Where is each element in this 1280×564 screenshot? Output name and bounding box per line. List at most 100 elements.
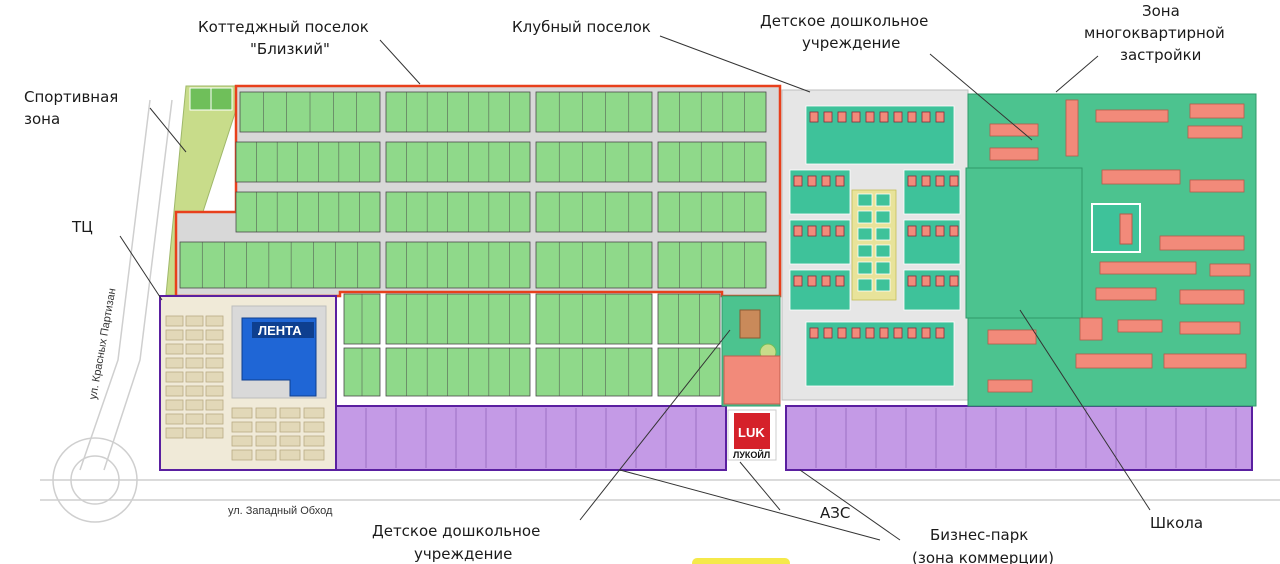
parking-row (165, 399, 184, 411)
apartment-building (989, 123, 1039, 137)
parking-row (185, 329, 204, 341)
roundabout-inner (70, 455, 120, 505)
club-house (935, 225, 945, 237)
club-house (935, 175, 945, 187)
club-house (921, 111, 931, 123)
club-park-cell (875, 193, 891, 207)
label-kindergarten-top-1: Детское дошкольное (760, 12, 928, 30)
club-house (907, 327, 917, 339)
club-park-cell (857, 227, 873, 241)
apartment-building (1209, 263, 1251, 277)
apartment-building (1179, 321, 1241, 335)
cottage-block (657, 293, 721, 345)
cottage-block (179, 241, 381, 289)
club-house (907, 111, 917, 123)
cottage-block (385, 241, 531, 289)
parking-row (279, 421, 301, 433)
parking-row (185, 413, 204, 425)
apartment-building (1065, 99, 1079, 157)
club-house (823, 111, 833, 123)
parking-row (185, 343, 204, 355)
label-kindergarten-bottom-2: учреждение (414, 545, 512, 563)
parking-row (205, 385, 224, 397)
club-house (823, 327, 833, 339)
cottage-block (385, 191, 531, 233)
club-house (879, 327, 889, 339)
cottage-block (235, 191, 381, 233)
cottage-block (657, 141, 767, 183)
label-street-bottom: ул. Западный Обход (228, 505, 333, 517)
label-street-left: ул. Красных Партизан (87, 287, 118, 400)
apartment-building (1163, 353, 1247, 369)
club-house (879, 111, 889, 123)
club-house (907, 275, 917, 287)
parking-row (205, 427, 224, 439)
label-multi-2: многоквартирной (1084, 24, 1225, 42)
club-park-cell (857, 210, 873, 224)
club-house (851, 111, 861, 123)
label-club: Клубный поселок (512, 18, 651, 36)
parking-row (279, 407, 301, 419)
road-krasnyh-partizan-edge (103, 99, 173, 471)
club-house (807, 175, 817, 187)
road-krasnyh-partizan (79, 99, 151, 471)
club-house (949, 275, 959, 287)
parking-row (231, 449, 253, 461)
cottage-village (174, 84, 782, 397)
club-park-cell (875, 210, 891, 224)
lukoil-name: ЛУКОЙЛ (733, 449, 770, 460)
club-park-cell (875, 227, 891, 241)
club-park-cell (857, 193, 873, 207)
label-multi-1: Зона (1142, 2, 1180, 20)
club-village (781, 89, 969, 401)
label-business-2: (зона коммерции) (912, 549, 1054, 564)
lenta-logo-text: ЛЕНТА (258, 323, 302, 338)
label-business-1: Бизнес-парк (930, 526, 1028, 544)
apartment-building (1075, 353, 1153, 369)
parking-row (255, 421, 277, 433)
kindergarten-bottom-building (739, 309, 761, 339)
club-house (865, 111, 875, 123)
club-park-cell (857, 244, 873, 258)
cottage-block (535, 91, 653, 133)
callout-lines (119, 35, 1151, 541)
apartment-building (989, 147, 1039, 161)
club-blocks (789, 105, 961, 387)
club-house (949, 225, 959, 237)
parking-row (185, 385, 204, 397)
roads (40, 99, 1280, 523)
parking-row (185, 315, 204, 327)
commerce-strip-right (785, 405, 1253, 471)
parking-row (185, 357, 204, 369)
label-multi-3: застройки (1120, 46, 1201, 64)
parking-row (205, 357, 224, 369)
apartment-building (1117, 319, 1163, 333)
club-house (935, 111, 945, 123)
cottage-block (535, 293, 653, 345)
label-sport-2: зона (24, 110, 60, 128)
club-house (807, 225, 817, 237)
parking-row (231, 421, 253, 433)
gas-station-lukoil: LUK ЛУКОЙЛ (727, 409, 777, 461)
kindergarten-top-building (1091, 203, 1141, 253)
apartment-building (987, 329, 1037, 345)
club-park-cell (875, 261, 891, 275)
club-house (837, 327, 847, 339)
club-house (921, 225, 931, 237)
parking-row (185, 427, 204, 439)
cottage-block (535, 141, 653, 183)
apartment-building (1189, 103, 1245, 119)
parking-row (279, 449, 301, 461)
mall-tc: ЛЕНТА (159, 295, 337, 471)
cottage-block (535, 241, 653, 289)
apartment-building (1079, 317, 1103, 341)
mall-parking (165, 315, 325, 461)
roundabout (52, 437, 138, 523)
yellow-badge (692, 558, 790, 564)
apartment-building (1095, 109, 1169, 123)
cottage-block (235, 141, 381, 183)
club-house (935, 275, 945, 287)
kindergarten-bottom-zone (721, 295, 781, 407)
lukoil-logo (734, 413, 770, 449)
